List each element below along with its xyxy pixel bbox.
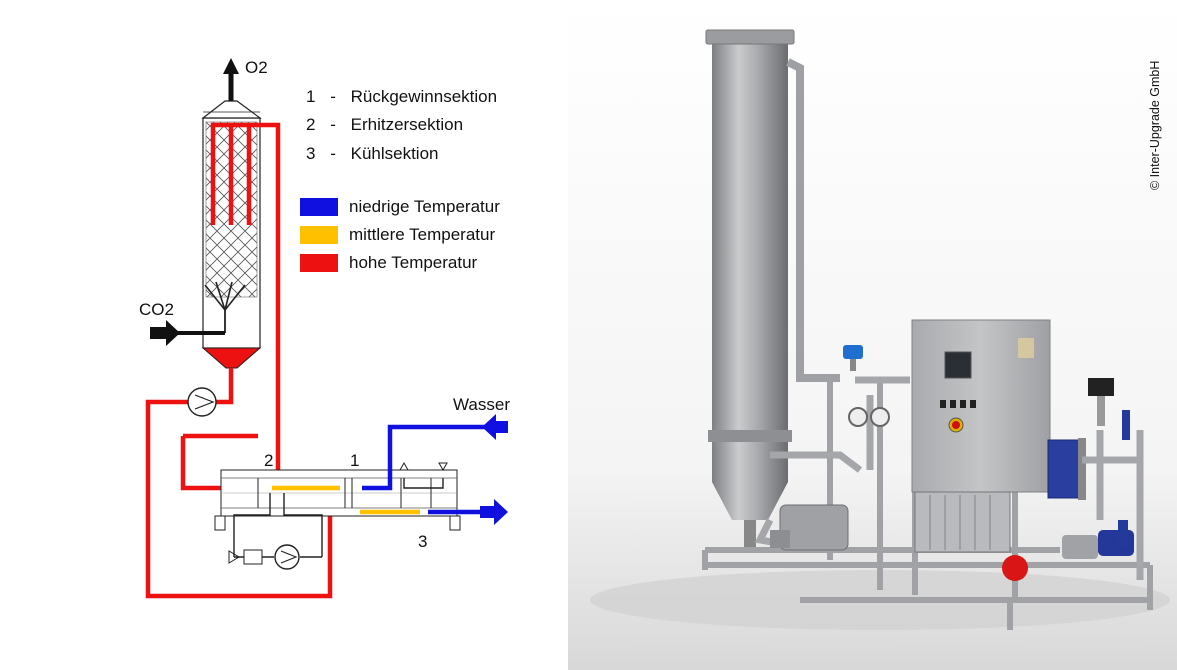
section-item-3: 3 - Kühlsektion	[306, 144, 439, 164]
section-3-number: 3	[418, 532, 428, 551]
mid-temperature-pipes	[272, 485, 420, 515]
cold-water-pipes	[362, 424, 490, 515]
co2-label: CO2	[139, 300, 174, 319]
legend-item-low: niedrige Temperatur	[300, 197, 500, 217]
legend-label: mittlere Temperatur	[349, 225, 496, 244]
heat-exchanger	[214, 469, 461, 531]
water-outlet-arrow	[480, 499, 508, 525]
legend-item-high: hohe Temperatur	[300, 253, 477, 273]
section-number: 1	[306, 87, 316, 106]
section-dash: -	[330, 87, 336, 106]
copyright-notice: © Inter-Upgrade GmbH	[1148, 60, 1162, 190]
section-2-number: 2	[264, 451, 274, 470]
o2-outlet-arrow	[223, 58, 239, 101]
hot-pipes-column	[210, 122, 281, 488]
section-dash: -	[330, 144, 336, 163]
section-label: Rückgewinnsektion	[350, 87, 498, 106]
legend-swatch-low	[300, 198, 338, 216]
legend-label: hohe Temperatur	[349, 253, 478, 272]
section-item-2: 2 - Erhitzersektion	[306, 115, 463, 135]
secondary-pump-icon	[228, 544, 300, 570]
water-inlet-arrow	[482, 414, 508, 440]
section-label: Erhitzersektion	[350, 115, 464, 134]
vent-icon	[399, 461, 409, 471]
section-number: 3	[306, 144, 316, 163]
plant-photo	[568, 0, 1177, 670]
section-label: Kühlsektion	[350, 144, 439, 163]
co2-inlet-arrow	[150, 320, 225, 346]
legend-swatch-mid	[300, 226, 338, 244]
legend-item-mid: mittlere Temperatur	[300, 225, 495, 245]
section-number: 2	[306, 115, 316, 134]
wasser-label: Wasser	[453, 395, 510, 414]
legend-swatch-high	[300, 254, 338, 272]
drain-icon	[438, 462, 448, 472]
circulation-pump-icon	[187, 387, 217, 417]
legend-label: niedrige Temperatur	[349, 197, 500, 216]
section-dash: -	[330, 115, 336, 134]
section-item-1: 1 - Rückgewinnsektion	[306, 87, 497, 107]
o2-label: O2	[245, 58, 268, 77]
section-1-number: 1	[350, 451, 360, 470]
